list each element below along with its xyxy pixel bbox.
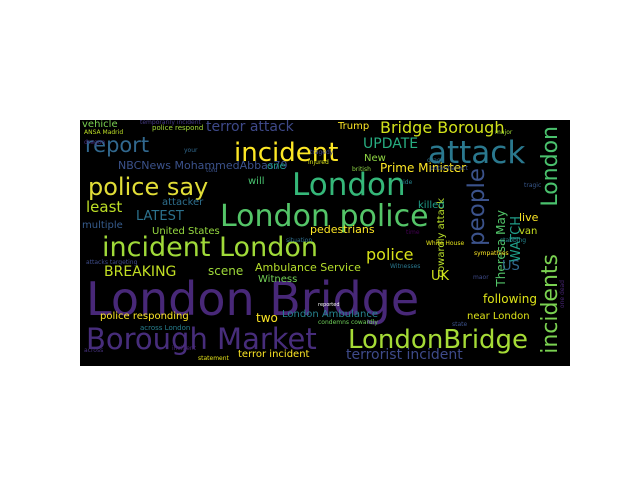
word-potential-act: potential act: [430, 165, 468, 172]
word-latest: LATEST: [136, 209, 184, 224]
word-your: your: [184, 147, 198, 154]
word-incident-tiny: incident: [172, 345, 197, 352]
word-police-responding: police responding: [100, 311, 189, 322]
word-british: british: [352, 166, 371, 173]
word-time: time: [406, 229, 420, 236]
word-condemns-cowardly: condemns cowardly: [318, 319, 378, 326]
word-theresa-may: Theresa May: [494, 210, 508, 287]
word-pedestrians: pedestrians: [310, 223, 375, 236]
word-london: London: [292, 167, 406, 203]
word-incident-london: incident London: [102, 232, 318, 263]
word-temporarily-incident: temporarily incident: [140, 120, 201, 126]
word-injured: injured: [308, 159, 329, 166]
word-witness: Witness: [258, 274, 298, 285]
word-bridge-borough: Bridge Borough: [380, 120, 505, 137]
word-dragon: dragon: [84, 139, 106, 146]
word-tragic: tragic: [524, 182, 542, 189]
word-breaking: BREAKING: [104, 264, 177, 280]
word-killed: killed: [418, 200, 445, 211]
word-will: will: [248, 176, 265, 187]
word-london-vertical: London: [538, 126, 563, 207]
word-told: told: [206, 167, 218, 174]
word-stabbing: stabbing: [500, 237, 527, 244]
word-police-say: police say: [88, 173, 209, 201]
word-borough-market: Borough Market: [86, 322, 317, 356]
word-drags: drags: [427, 157, 444, 164]
word-statement: statement: [198, 355, 229, 362]
word-incident: incident: [234, 138, 339, 168]
word-police-2: police: [366, 245, 414, 264]
word-ansa-madrid: ANSA Madrid: [84, 129, 124, 136]
word-white-house: White House: [426, 240, 465, 247]
word-situation: situation: [286, 237, 313, 244]
word-united-states: United States: [152, 226, 220, 237]
word-across-london: across London: [140, 324, 191, 332]
word-update: UPDATE: [363, 136, 419, 152]
word-reported: reported: [318, 302, 340, 308]
word-multiple: multiple: [82, 220, 123, 231]
word-near-london: near London: [467, 311, 530, 322]
word-london-bridge: London Bridge: [86, 272, 420, 326]
word-two: two: [256, 311, 278, 325]
word-attacks-targeting: attacks targeting: [86, 259, 138, 266]
word-us: US: [502, 259, 520, 274]
word-across-tiny: across: [84, 347, 104, 354]
word-tragedy: tragedy: [310, 149, 334, 156]
word-sympathies: sympathies: [474, 250, 509, 257]
word-witnesses: Witnesses: [390, 263, 421, 270]
word-prime-minister: Prime Minister: [380, 161, 467, 175]
word-least: least: [86, 198, 123, 216]
word-ambulance-service: Ambulance Service: [255, 261, 361, 274]
word-people: people: [464, 168, 490, 246]
word-new: New: [364, 153, 386, 164]
word-major: major: [495, 129, 513, 136]
word-state: state: [452, 321, 468, 328]
word-attack: attack: [428, 135, 526, 171]
word-terrorist-incident: terrorist incident: [346, 347, 463, 363]
word-following: following: [483, 292, 537, 306]
word-maor: maor: [473, 274, 489, 281]
word-london-police: London police: [220, 199, 429, 234]
word-scene: scene: [208, 264, 244, 278]
word-trump: Trump: [338, 121, 370, 132]
word-cloud: London Bridge Borough Market LondonBridg…: [80, 120, 570, 366]
word-terror-incident: terror incident: [238, 349, 310, 360]
word-attacker: attacker: [162, 197, 204, 208]
word-van: van: [519, 226, 538, 237]
word-vehicle: vehicle: [82, 120, 118, 130]
word-londonbridge: LondonBridge: [348, 325, 529, 355]
word-live: live: [519, 211, 539, 224]
word-side: side: [400, 179, 413, 186]
word-one: one: [267, 161, 286, 172]
word-nbcnews: NBCNews MohammedAbbas79: [118, 159, 288, 172]
word-london-ambulance: London Ambulance: [282, 309, 378, 320]
word-police-respond: police respond: [152, 124, 204, 132]
word-terror-attack: terror attack: [206, 120, 294, 135]
word-uk: UK: [431, 269, 450, 284]
word-one-dead: one dead: [559, 280, 566, 309]
word-report: report: [85, 133, 150, 157]
